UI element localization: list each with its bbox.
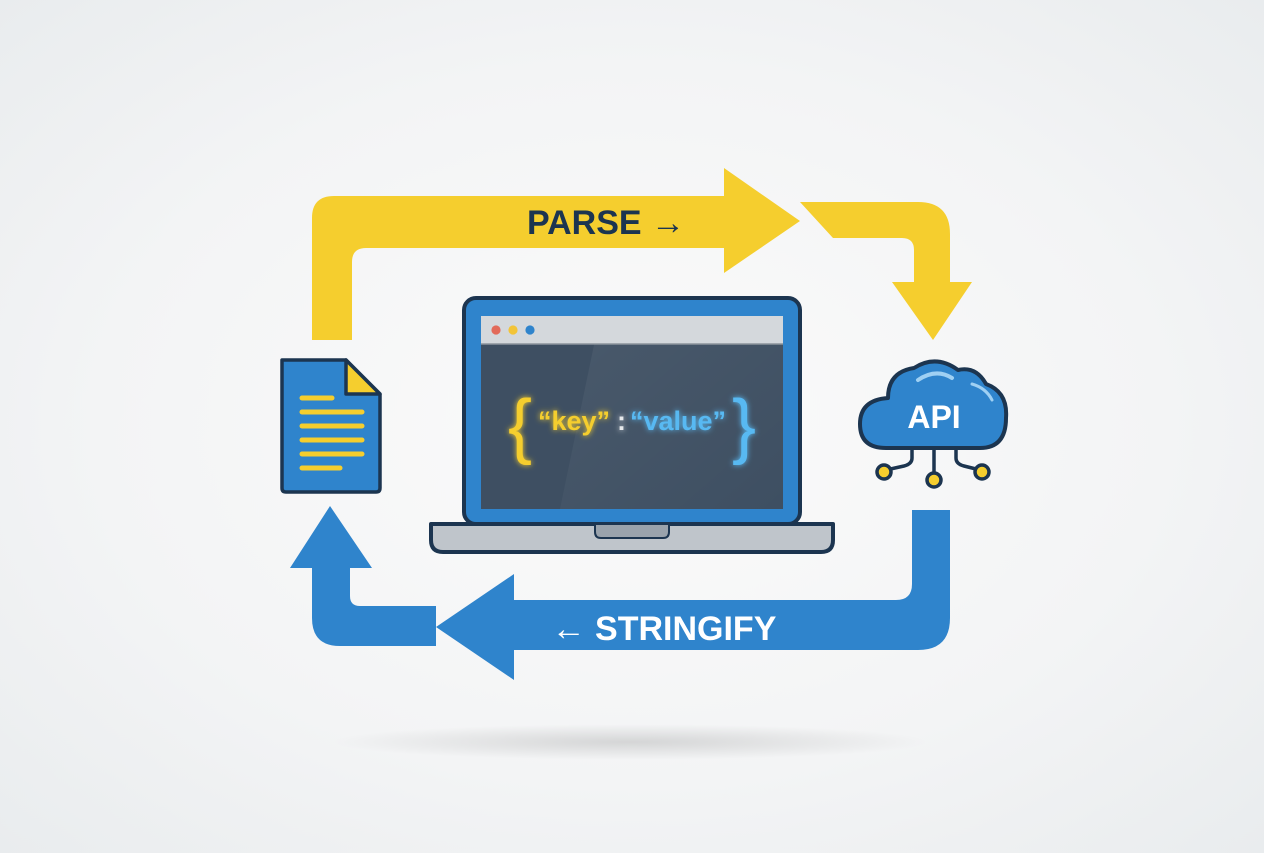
api-label: API [907, 399, 960, 435]
open-brace: { [508, 386, 532, 466]
window-dot-yellow [508, 325, 518, 335]
stringify-label: ← STRINGIFY [552, 610, 777, 648]
window-dot-red [491, 325, 501, 335]
close-brace: } [732, 386, 756, 466]
cloud-api-icon [858, 359, 1009, 489]
floor-shadow [330, 724, 930, 760]
parse-arrow [312, 168, 972, 340]
document-icon [280, 358, 382, 494]
json-snippet: { “key” : “value” } [508, 386, 756, 466]
json-colon: : [617, 406, 626, 436]
stringify-arrow [290, 506, 950, 680]
window-dot-blue [525, 325, 535, 335]
json-key: “key” [538, 406, 610, 436]
laptop-icon [429, 296, 835, 554]
parse-label: PARSE → [527, 204, 685, 242]
json-value: “value” [630, 406, 726, 436]
